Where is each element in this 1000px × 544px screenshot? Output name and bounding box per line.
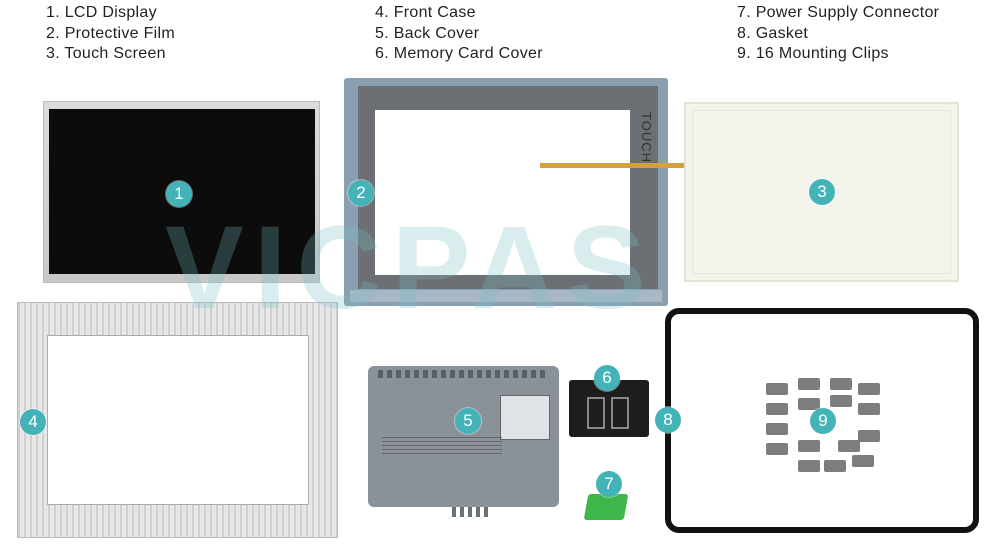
mounting-clip xyxy=(766,443,788,455)
back-cover-label xyxy=(382,437,502,457)
back-cover-ports xyxy=(452,507,492,517)
legend-item-protective-film: 2. Protective Film xyxy=(46,24,175,42)
mounting-clip xyxy=(798,398,820,410)
mounting-clip xyxy=(830,378,852,390)
panel-touch-label: TOUCH xyxy=(639,112,654,163)
memory-card-slot-right xyxy=(611,397,629,429)
badge-4: 4 xyxy=(20,409,46,435)
legend-column-1: 1. LCD Display 2. Protective Film 3. Tou… xyxy=(46,3,175,65)
legend-column-2: 4. Front Case 5. Back Cover 6. Memory Ca… xyxy=(375,3,543,65)
mounting-clip xyxy=(766,383,788,395)
front-panel-lower-edge xyxy=(350,290,662,302)
legend-column-3: 7. Power Supply Connector 8. Gasket 9. 1… xyxy=(737,3,939,65)
mounting-clip xyxy=(824,460,846,472)
back-cover-vents xyxy=(378,370,548,378)
badge-3: 3 xyxy=(809,179,835,205)
legend-item-memory-card-cover: 6. Memory Card Cover xyxy=(375,45,543,62)
legend-item-touch-screen: 3. Touch Screen xyxy=(46,45,166,62)
mounting-clip xyxy=(858,403,880,415)
mounting-clip xyxy=(766,403,788,415)
mounting-clip xyxy=(852,455,874,467)
touch-flex-cable xyxy=(540,163,685,168)
badge-9: 9 xyxy=(810,408,836,434)
badge-8: 8 xyxy=(655,407,681,433)
mounting-clip xyxy=(830,395,852,407)
mounting-clip xyxy=(798,378,820,390)
legend-item-front-case: 4. Front Case xyxy=(375,4,476,21)
front-panel-window xyxy=(375,110,630,275)
mounting-clip xyxy=(858,430,880,442)
mounting-clip xyxy=(798,460,820,472)
badge-2: 2 xyxy=(348,180,374,206)
badge-1: 1 xyxy=(166,181,192,207)
legend-item-mounting-clips: 9. 16 Mounting Clips xyxy=(737,45,889,62)
mounting-clip xyxy=(766,423,788,435)
memory-card-slot-left xyxy=(587,397,605,429)
touch-screen-active-area xyxy=(692,110,951,274)
legend-item-power-supply-connector: 7. Power Supply Connector xyxy=(737,4,940,21)
legend-item-back-cover: 5. Back Cover xyxy=(375,24,480,42)
mounting-clip xyxy=(798,440,820,452)
legend-item-gasket: 8. Gasket xyxy=(737,24,809,42)
mounting-clip xyxy=(838,440,860,452)
badge-6: 6 xyxy=(594,365,620,391)
power-supply-connector xyxy=(583,494,629,520)
badge-7: 7 xyxy=(596,471,622,497)
legend-item-lcd-display: 1. LCD Display xyxy=(46,4,157,21)
back-cover-slot xyxy=(500,395,550,440)
mounting-clip xyxy=(858,383,880,395)
front-case-window xyxy=(47,335,309,505)
badge-5: 5 xyxy=(455,408,481,434)
